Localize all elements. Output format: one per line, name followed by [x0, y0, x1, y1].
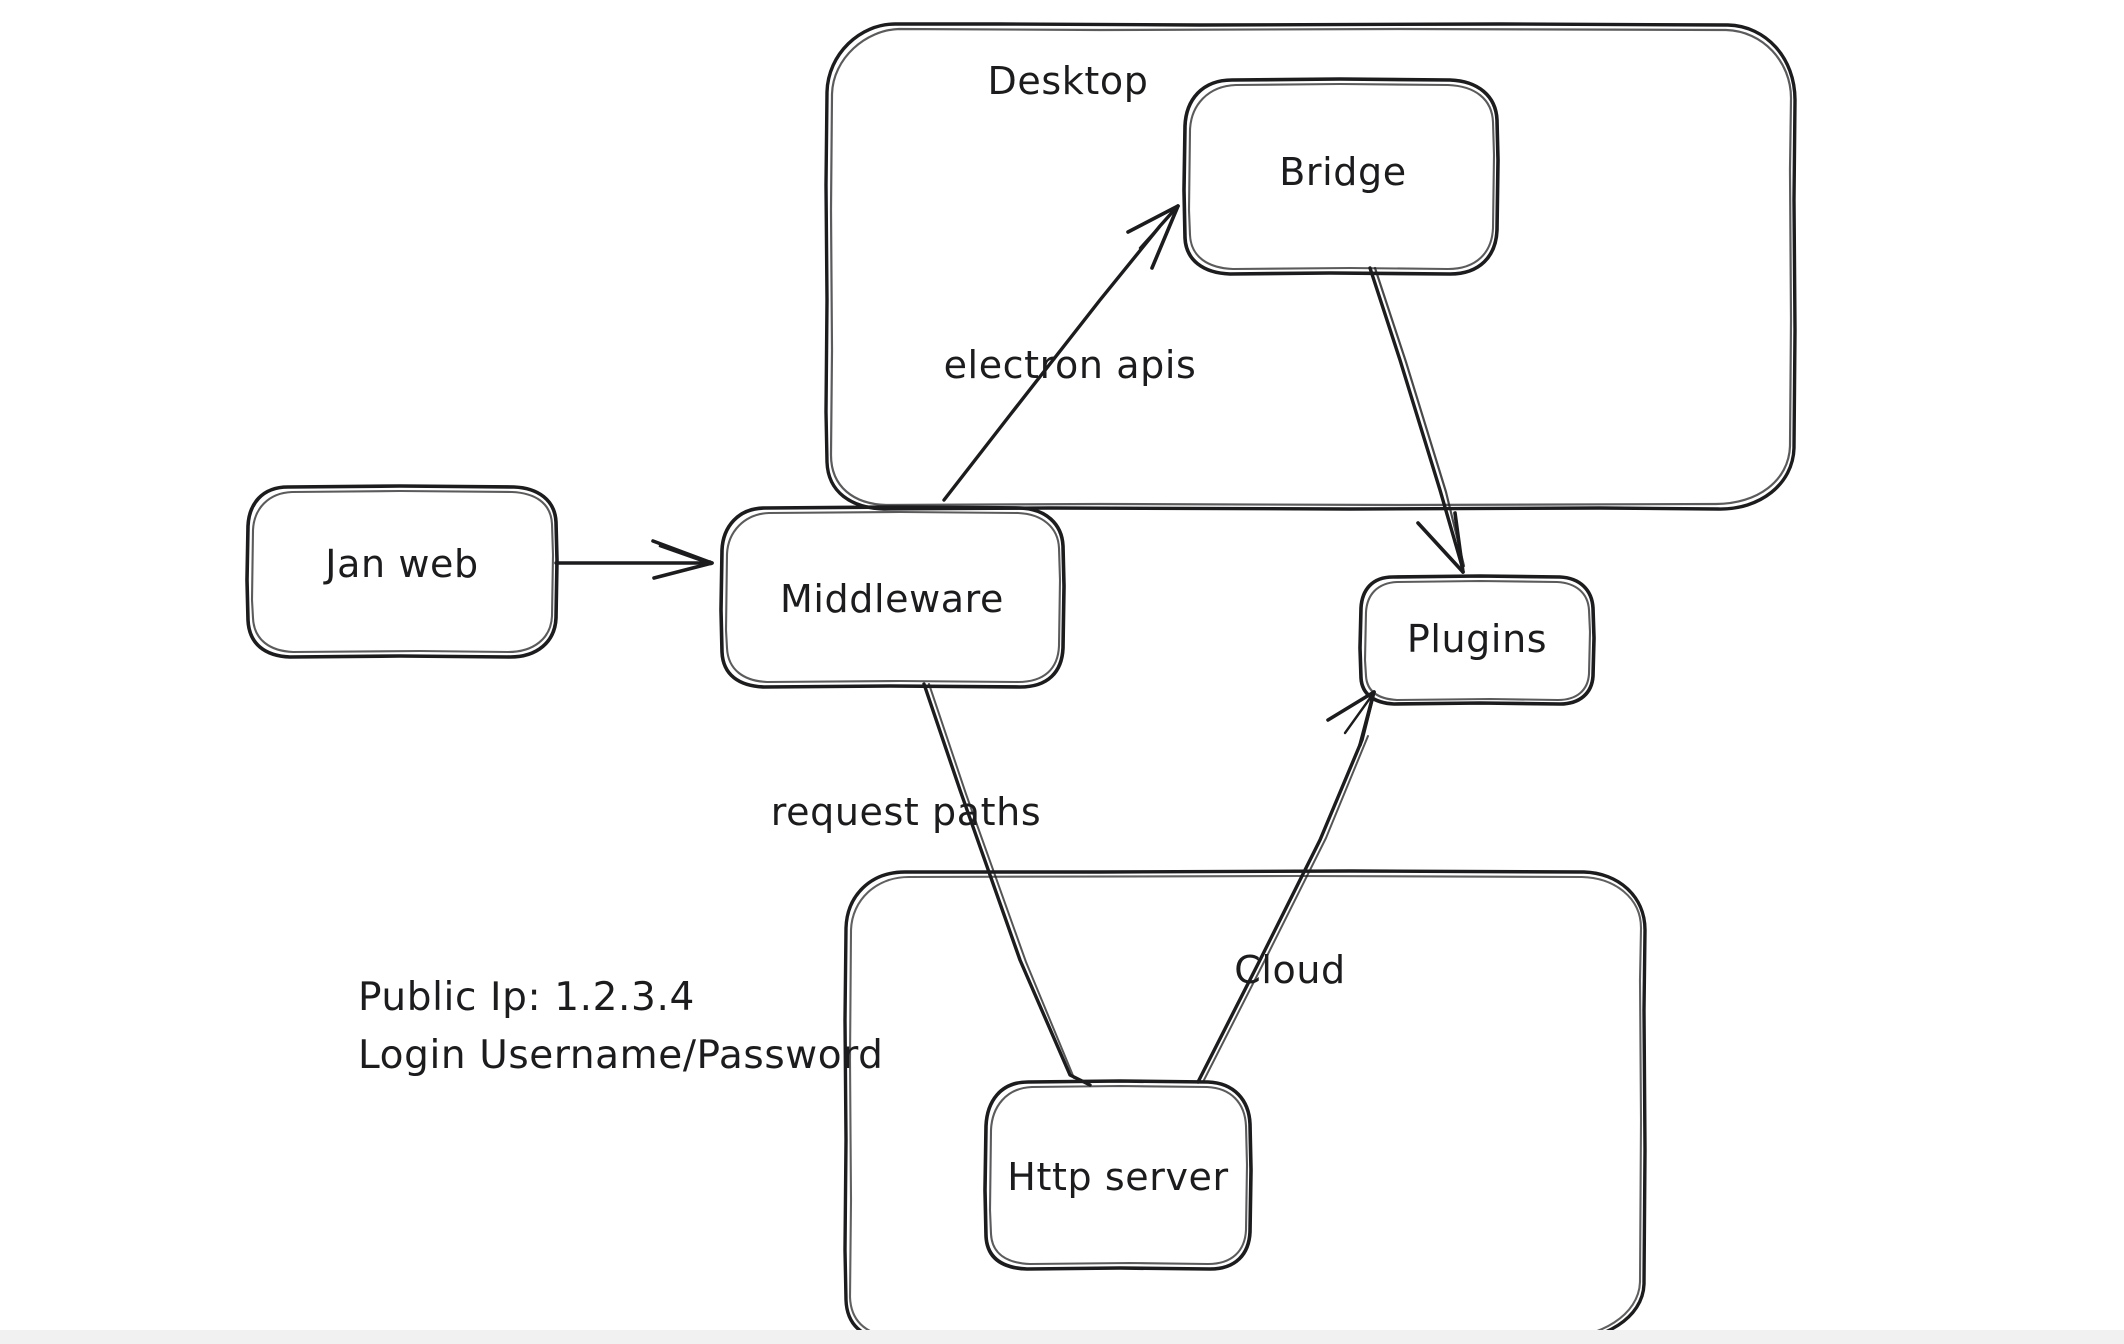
node-jan-web[interactable]: Jan web — [245, 484, 559, 659]
node-label-http-server: Http server — [1007, 1155, 1228, 1199]
note-public-ip: Public Ip: 1.2.3.4 — [358, 975, 695, 1020]
node-label-middleware: Middleware — [780, 577, 1004, 621]
edge-jan-web-to-middleware[interactable] — [554, 539, 714, 580]
node-plugins[interactable]: Plugins — [1358, 574, 1596, 706]
node-label-plugins: Plugins — [1407, 617, 1547, 661]
node-label-bridge: Bridge — [1279, 150, 1406, 194]
edge-middleware-to-http-server[interactable] — [922, 682, 1092, 1087]
edge-label-electron-apis: electron apis — [944, 343, 1197, 387]
edge-middleware-to-bridge[interactable] — [942, 204, 1180, 502]
group-desktop[interactable] — [824, 22, 1797, 511]
node-label-jan-web: Jan web — [323, 542, 478, 586]
edge-bridge-to-plugins[interactable] — [1368, 266, 1466, 574]
edge-label-request-paths: request paths — [771, 790, 1042, 834]
node-bridge[interactable]: Bridge — [1182, 77, 1500, 276]
edge-http-server-to-plugins[interactable] — [1196, 690, 1376, 1084]
bottom-edge-strip — [0, 1330, 2124, 1344]
note-login: Login Username/Password — [358, 1033, 884, 1078]
group-label-desktop: Desktop — [988, 59, 1149, 103]
edge-label-cloud: Cloud — [1234, 948, 1346, 992]
node-middleware[interactable]: Middleware — [719, 505, 1066, 689]
node-http-server[interactable]: Http server — [983, 1079, 1253, 1271]
